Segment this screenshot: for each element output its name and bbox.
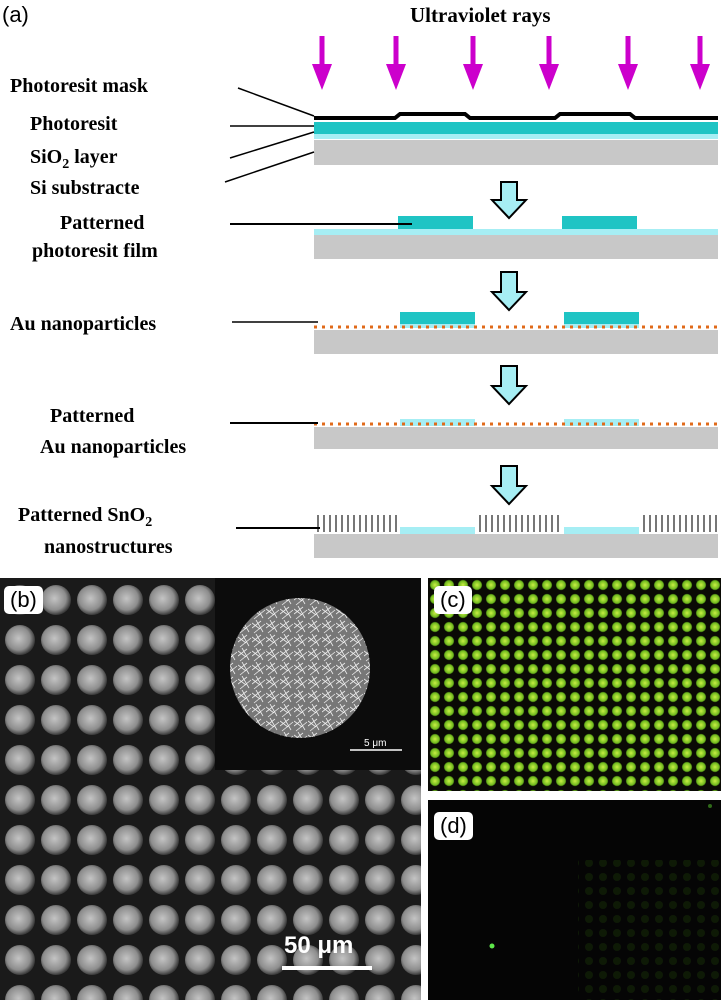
uv-arrow [539, 36, 559, 90]
nanorods-middle [479, 515, 559, 532]
process-diagram [224, 36, 718, 558]
uv-arrow [386, 36, 406, 90]
sio2-layer-text: layer [69, 146, 118, 168]
leader-lines-1 [224, 87, 315, 183]
panel-d-fluorescence-image [428, 800, 721, 1000]
panel-a-tag: (a) [2, 2, 29, 27]
photoresist-layer [314, 122, 718, 134]
label-patterned-1: Patterned [60, 212, 145, 234]
step1-stack [314, 112, 718, 165]
panel-b-tag: (b) [4, 586, 43, 614]
process-arrow-2 [489, 271, 529, 312]
step4-stack [314, 419, 718, 449]
label-patterned-sno2: Patterned SnO2 [18, 504, 152, 534]
step5-stack [314, 515, 718, 558]
panel-c-fluorescence-image [428, 578, 721, 791]
process-arrow-1 [489, 181, 529, 220]
uv-arrow [690, 36, 710, 90]
sio2-layer [314, 134, 718, 139]
process-arrow-3 [489, 365, 529, 406]
photoresist-mask [314, 112, 718, 120]
sno2-text: Patterned SnO [18, 504, 146, 526]
label-photoresist: Photoresit [30, 113, 118, 135]
main-scale-label: 50 μm [284, 932, 354, 959]
nanorods-right [643, 515, 717, 532]
label-patterned-2: photoresit film [32, 240, 158, 262]
panel-c-tag: (c) [434, 586, 472, 614]
panel-d-tag: (d) [434, 812, 473, 840]
sio2-text: SiO [30, 146, 63, 168]
uv-arrow [618, 36, 638, 90]
sno2-subscript: 2 [145, 515, 153, 530]
sio2-subscript: 2 [62, 157, 70, 172]
step3-stack [314, 312, 718, 354]
label-nanostructures: nanostructures [44, 536, 173, 558]
panel-b-sem-image [0, 578, 421, 1000]
label-patterned-au-2: Au nanoparticles [40, 436, 187, 458]
sem-dot-array [0, 578, 421, 1000]
uv-title: Ultraviolet rays [410, 3, 551, 27]
process-arrow-4 [489, 465, 529, 506]
si-substrate [314, 140, 718, 165]
label-sio2-layer: SiO2 layer [30, 146, 118, 176]
nanorods-left [317, 515, 397, 532]
label-au-nanoparticles: Au nanoparticles [10, 313, 157, 335]
uv-arrow [463, 36, 483, 90]
label-patterned-au-1: Patterned [50, 405, 135, 427]
inset-scale-label: 5 μm [364, 738, 387, 749]
bright-spot [489, 943, 495, 949]
label-photoresist-mask: Photoresit mask [10, 75, 148, 97]
uv-arrows [312, 36, 710, 90]
label-si-substrate: Si substracte [30, 177, 140, 199]
uv-arrow [312, 36, 332, 90]
step2-stack [314, 216, 718, 259]
